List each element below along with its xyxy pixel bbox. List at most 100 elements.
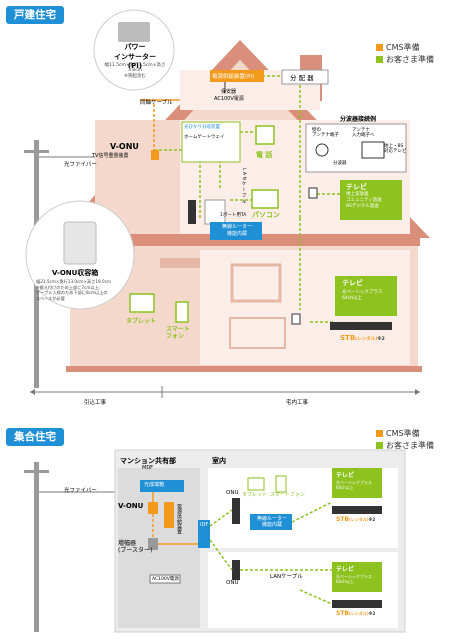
power-inserter-title: パワーインサーター(PI)	[114, 43, 156, 70]
splitter-label: 分 配 器	[290, 74, 314, 82]
legend-cms: CMS準備	[386, 42, 420, 52]
power-inserter-spec: 幅11.5cm×奥行7.5cm×高さ3.8cm※突起含む	[104, 63, 166, 79]
pc-label: パソコン	[252, 211, 280, 219]
onu-lower	[232, 560, 240, 580]
phone-device	[255, 125, 275, 145]
lan-cable-label: LANケーブル	[270, 574, 303, 580]
onu-label-apt: V-ONU	[118, 502, 144, 510]
customer-swatch	[376, 55, 383, 63]
lead-in-label: 引込工事	[84, 400, 107, 406]
idf-label: IDF	[200, 522, 209, 528]
apartment-diagram	[24, 449, 406, 633]
onu-label: V-ONU	[110, 142, 139, 151]
v-onu-apt	[148, 502, 158, 514]
legend-cms-2: CMS準備	[386, 428, 420, 438]
wifi-router-box	[210, 222, 262, 240]
power-feed-label: 電源供給装置(PI)	[212, 74, 255, 80]
mdf-box	[140, 480, 184, 492]
splitter-box	[281, 69, 329, 85]
tablet-device	[129, 293, 155, 313]
onu-upper	[232, 498, 240, 524]
amp-label: 増幅器(ブースター)	[118, 540, 153, 554]
smartphone-apt	[275, 475, 287, 493]
ac-box	[149, 574, 181, 584]
splitter-example-title: 分波器接続例	[340, 116, 377, 123]
onu-small-label-2: ONU	[226, 580, 239, 586]
hikari-splitter-box	[181, 121, 241, 163]
indoor-label-apt: 室内	[212, 457, 226, 465]
power-feed-label-apt: 電源供給装置	[176, 504, 182, 534]
wifi-apt-box	[250, 514, 292, 530]
onu-box-icon	[63, 221, 97, 265]
cms-swatch	[376, 43, 383, 51]
tablet-apt	[247, 477, 265, 491]
wifi-router-label: 無線ルーター機能内蔵	[221, 224, 252, 237]
common-area	[118, 468, 200, 628]
apartment-section-tag: 集合住宅	[6, 428, 64, 446]
synchro-cable-label: 同軸ケーブル	[140, 100, 173, 106]
home-gateway-label: ホームゲートウェイ	[184, 135, 225, 140]
tv-apt-lower	[332, 562, 382, 592]
protector-label: 保安器	[221, 89, 237, 95]
onu-small-label: ONU	[226, 490, 239, 496]
lan-label: L A N ケ ー ブ ル	[241, 168, 246, 204]
tv-downstairs	[335, 276, 397, 316]
onu-box-spec: 幅21.5cm×奥行13.0cm×高さ19.0cm※据え付けのため上部に7cm以…	[36, 279, 112, 301]
house-legend: CMS準備 お客さま準備	[376, 42, 434, 66]
idf-box	[198, 520, 210, 548]
smartphone-label: スマートフォン	[166, 326, 190, 340]
antenna-input-label: アンテナ入力端子へ	[352, 128, 375, 138]
customer-swatch-2	[376, 441, 383, 449]
tablet-label: タブレット	[126, 318, 157, 325]
onu-box-title: V-ONU収容箱	[52, 269, 99, 277]
cms-swatch-2	[376, 429, 383, 437]
antenna-terminal-label: 壁のアンテナ端子	[312, 128, 339, 138]
tv-upstairs	[340, 180, 402, 220]
stb-apt-upper	[332, 506, 382, 514]
stb-device	[330, 322, 392, 330]
tv-apt-lower-label: テレビ	[336, 566, 355, 573]
stb-label: STB(レンタル)※2	[340, 334, 385, 342]
tv-label: テレビ	[346, 183, 367, 191]
hikari-label: 光ひかり分岐装置	[184, 125, 220, 130]
tablet-apt-label: タブレット	[242, 492, 268, 498]
tv-apt-upper-label: テレビ	[336, 472, 355, 479]
home-gateway	[188, 200, 196, 224]
power-inserter-icon	[118, 22, 150, 42]
amp-box	[148, 538, 158, 550]
mdf-label: MDF	[142, 465, 154, 471]
pc-device	[251, 189, 279, 209]
power-inserter-circle	[93, 9, 175, 91]
utility-pole-2	[34, 462, 39, 632]
apartment-legend: CMS準備 お客さま準備	[376, 428, 434, 452]
onu-sub-label: TV信号重畳装置	[92, 153, 129, 159]
house-diagram	[24, 9, 430, 398]
smartphone-apt-label: スマートフォン	[270, 492, 305, 498]
tv2-label: テレビ	[342, 279, 363, 287]
wifi-apt-label: 無線ルーター機能内蔵	[256, 516, 287, 528]
common-area-label: マンション共有部	[120, 457, 176, 465]
mdf-sub-label: 光成端箱	[144, 482, 165, 488]
power-feed-box	[210, 70, 264, 82]
splitter-small-label: 分波器	[333, 161, 347, 166]
ac-label-apt: AC100V電源	[152, 577, 179, 582]
stb-apt-lower-label: STB(レンタル)※2	[336, 610, 376, 617]
smartphone-device	[175, 301, 189, 323]
power-feed-apt	[164, 502, 174, 528]
legend-customer: お客さま準備	[386, 54, 434, 64]
ta-label: 1ポート用TA	[220, 213, 247, 218]
fiber-label: 光ファイバー	[64, 162, 97, 168]
legend-customer-2: お客さま準備	[386, 440, 434, 450]
tv-apt-upper	[332, 468, 382, 498]
phone-label: 電 話	[256, 151, 273, 159]
stb-apt-lower	[332, 600, 382, 608]
v-onu-device	[151, 150, 159, 160]
fiber-label-apt: 光ファイバー	[64, 488, 97, 494]
house-section-tag: 戸建住宅	[6, 6, 64, 24]
indoor-label: 宅内工事	[286, 400, 309, 406]
